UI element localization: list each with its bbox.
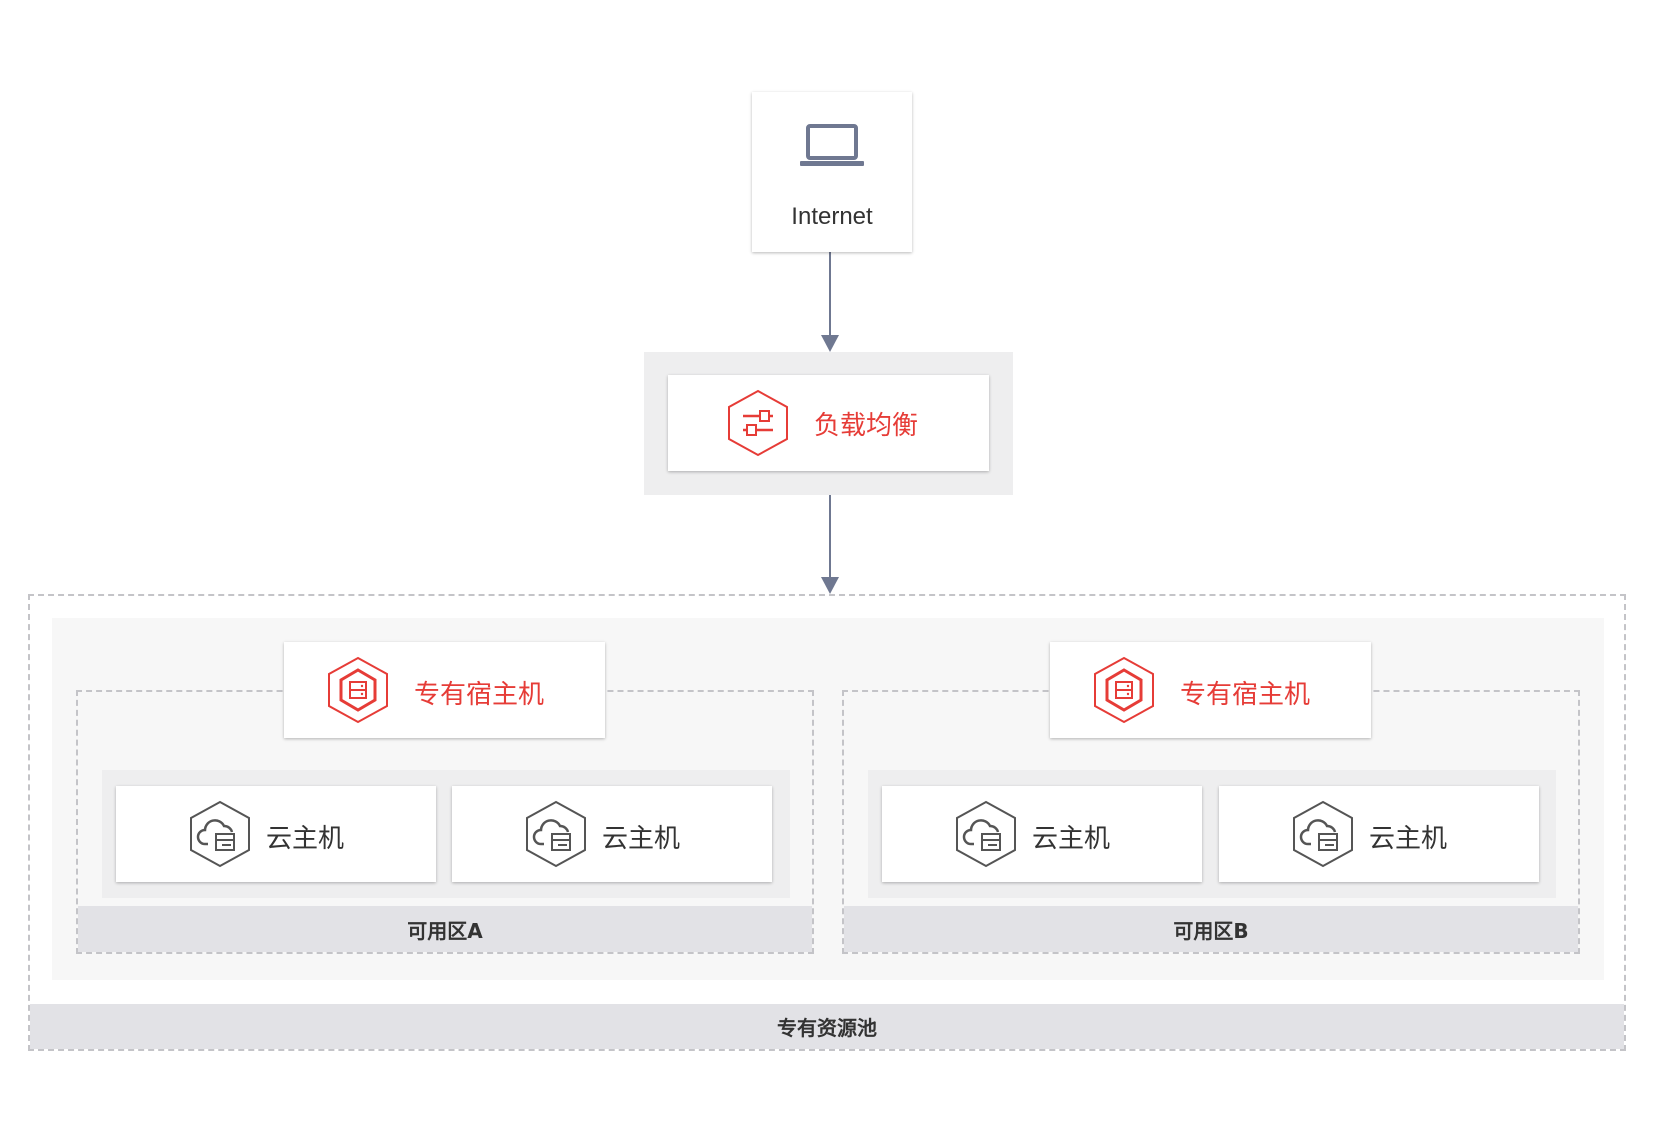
cloud-server-b1-label: 云主机 <box>1032 824 1111 854</box>
cloud-server-a2[interactable]: 云主机 <box>452 786 772 882</box>
cloud-server-a1[interactable]: 云主机 <box>116 786 436 882</box>
laptop-icon <box>800 124 864 168</box>
dedicated-host-b-label: 专有宿主机 <box>1180 680 1311 710</box>
cloud-server-b1[interactable]: 云主机 <box>882 786 1202 882</box>
internet-label: Internet <box>791 203 873 230</box>
cloud-server-b2[interactable]: 云主机 <box>1219 786 1539 882</box>
dedicated-host-icon <box>1092 656 1156 724</box>
cloud-server-icon <box>954 800 1018 868</box>
cloud-server-b2-label: 云主机 <box>1369 824 1448 854</box>
cloud-server-icon <box>188 800 252 868</box>
dedicated-host-icon <box>326 656 390 724</box>
cloud-server-a1-label: 云主机 <box>266 824 345 854</box>
cloud-server-icon <box>524 800 588 868</box>
load-balancer-label: 负载均衡 <box>814 411 919 441</box>
load-balancer-node[interactable]: 负载均衡 <box>668 375 989 471</box>
zone-b-label: 可用区B <box>844 906 1578 952</box>
dedicated-host-a-label: 专有宿主机 <box>414 680 545 710</box>
internet-node[interactable]: Internet <box>752 92 912 252</box>
zone-a-label: 可用区A <box>78 906 812 952</box>
resource-pool-label: 专有资源池 <box>30 1004 1624 1049</box>
cloud-server-a2-label: 云主机 <box>602 824 681 854</box>
arrowhead-pool <box>821 577 839 594</box>
arrowhead-lb <box>821 335 839 352</box>
dedicated-host-b[interactable]: 专有宿主机 <box>1050 642 1371 738</box>
dedicated-host-a[interactable]: 专有宿主机 <box>284 642 605 738</box>
load-balancer-icon <box>726 389 790 457</box>
cloud-server-icon <box>1291 800 1355 868</box>
